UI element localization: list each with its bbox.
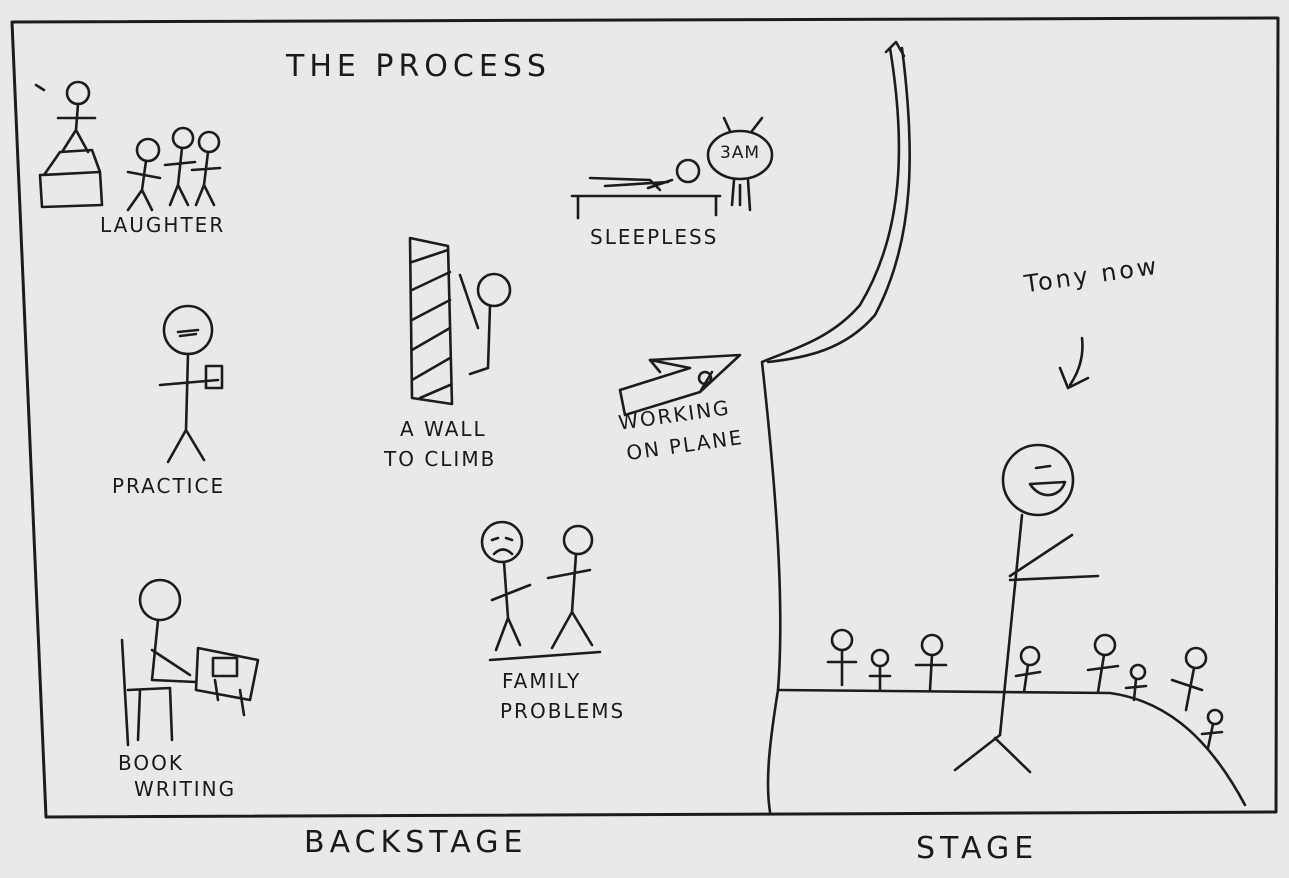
family-label-line1: FAMILY <box>502 669 582 693</box>
book-writing-scene <box>120 578 260 747</box>
curtain-divider <box>760 40 912 814</box>
book-label-line1: BOOK <box>118 751 184 775</box>
stage-floor <box>776 688 1247 807</box>
clock-time-label: 3AM <box>719 143 761 163</box>
family-label-line2: PROBLEMS <box>500 699 626 723</box>
tony-figure <box>953 443 1100 774</box>
sleepless-label: SLEEPLESS <box>590 225 719 249</box>
backstage-label: BACKSTAGE <box>304 825 528 860</box>
practice-scene <box>158 304 224 464</box>
tony-arrow <box>1058 336 1090 390</box>
plane-scene <box>618 353 742 417</box>
stage-label: STAGE <box>916 831 1039 866</box>
outer-frame <box>10 16 1280 819</box>
sleepless-scene <box>570 116 774 220</box>
family-scene <box>480 520 602 662</box>
wall-label-line2: TO CLIMB <box>384 447 497 471</box>
practice-label: PRACTICE <box>112 474 226 498</box>
laughter-scene <box>34 80 222 212</box>
wall-label-line1: A WALL <box>400 417 487 441</box>
stage-audience <box>826 628 1224 750</box>
page-title: THE PROCESS <box>286 49 551 84</box>
wall-scene <box>408 236 512 406</box>
laughter-label: LAUGHTER <box>100 213 226 237</box>
book-label-line2: WRITING <box>134 777 237 801</box>
